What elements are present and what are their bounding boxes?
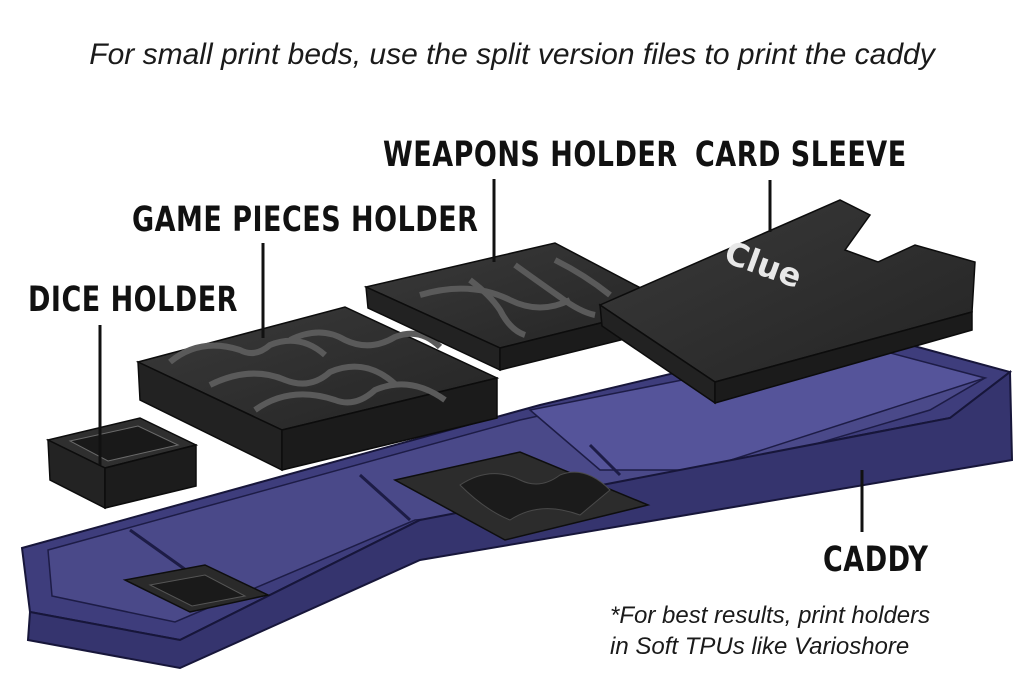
label-game-pieces-holder: GAME PIECES HOLDER — [132, 200, 479, 241]
label-caddy: CADDY — [823, 540, 929, 581]
card-sleeve: Clue — [598, 199, 976, 405]
leader-lines — [98, 179, 864, 532]
weapons-holder — [363, 242, 676, 372]
caddy — [20, 328, 1014, 670]
game-pieces-holder — [135, 306, 500, 472]
print-note: *For best results, print holders in Soft… — [610, 600, 930, 662]
print-note-line-2: in Soft TPUs like Varioshore — [610, 633, 910, 660]
dice-holder — [45, 417, 199, 510]
label-dice-holder: DICE HOLDER — [28, 280, 238, 321]
print-note-line-1: *For best results, print holders — [610, 602, 931, 629]
label-weapons-holder: WEAPONS HOLDER — [383, 135, 678, 176]
label-card-sleeve: CARD SLEEVE — [695, 135, 907, 176]
headline: For small print beds, use the split vers… — [89, 38, 935, 71]
